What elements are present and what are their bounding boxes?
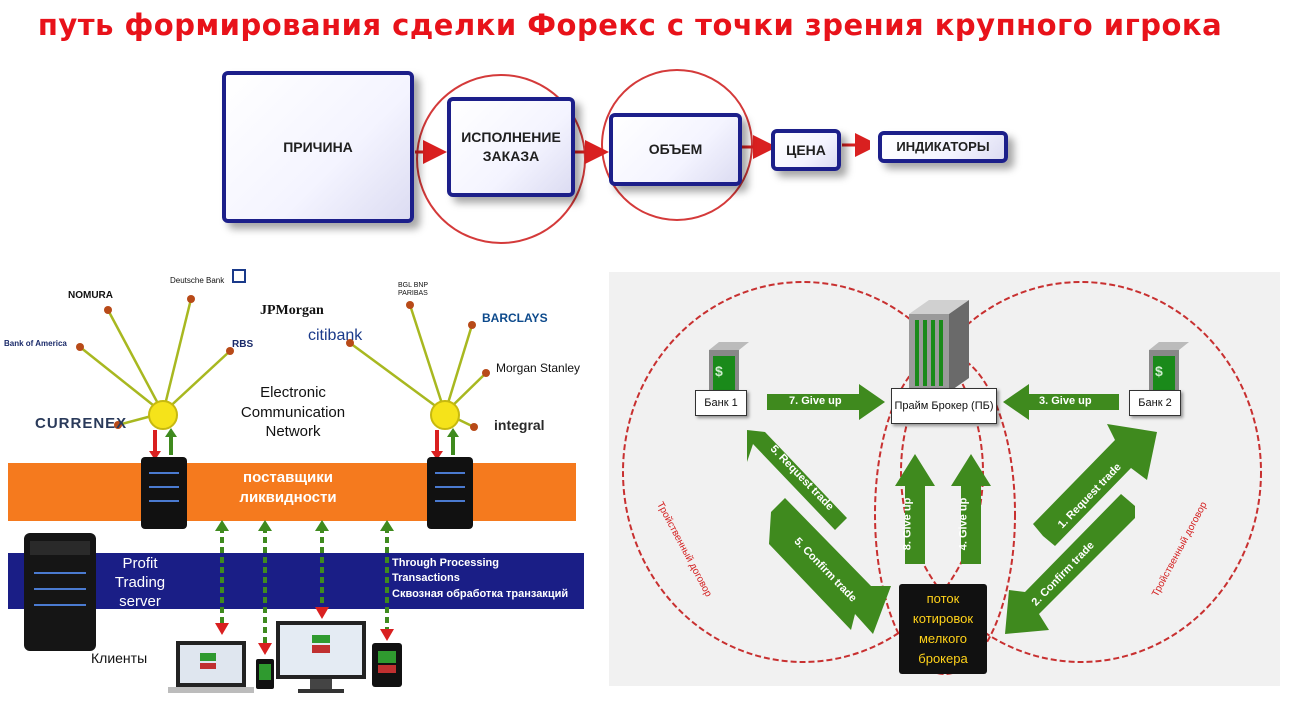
indicators-box: ИНДИКАТОРЫ — [878, 131, 1008, 163]
bank-label-nomura: NOMURA — [68, 290, 113, 301]
arrow-giveup8 — [895, 454, 935, 564]
ecn-hub-left — [148, 400, 178, 430]
bank-label-deutsche: Deutsche Bank — [170, 276, 225, 285]
arrow-giveup7 — [767, 384, 885, 420]
page-title: путь формирования сделки Форекс с точки … — [37, 8, 1223, 42]
prime-broker-box: Прайм Брокер (ПБ) — [891, 388, 997, 424]
bank-label-jpmorgan: JPMorgan — [260, 303, 324, 318]
ecn-hub-right — [430, 400, 460, 430]
execution-box: ИСПОЛНЕНИЕ ЗАКАЗА — [447, 97, 575, 197]
bank-label-bnp: BGL BNP PARIBAS — [398, 282, 428, 297]
liquidity-label: поставщики ликвидности — [239, 469, 337, 507]
trading-server-icon — [24, 533, 96, 651]
bank-label-currenex: CURRENEX — [35, 415, 128, 432]
bank-label-rbs: RBS — [232, 339, 254, 350]
stp-band — [8, 553, 584, 609]
ecn-label: Electronic Communication Network — [240, 384, 346, 440]
quote-stream-label: поток котировок мелкого брокера — [912, 590, 974, 667]
ecn-lines — [8, 295, 584, 693]
bank1-box: Банк 1 — [695, 390, 747, 416]
server-left-icon — [141, 457, 187, 529]
prime-broker-diagram: $ $ Прайм Брокер (ПБ) Банк 1 Банк 2 7. G… — [609, 272, 1280, 686]
volume-box: ОБЪЕМ — [609, 113, 742, 186]
svg-text:$: $ — [1155, 363, 1163, 379]
phone-icon — [256, 659, 274, 689]
bank2-box: Банк 2 — [1129, 390, 1181, 416]
ecn-diagram: NOMURA Deutsche Bank JPMorgan BGL BNP PA… — [0, 255, 600, 706]
bank-label-barclays: BARCLAYS — [482, 311, 548, 325]
giveup3-label: 3. Give up — [1039, 395, 1092, 407]
svg-text:$: $ — [715, 363, 723, 379]
bank-label-morganstanley: Morgan Stanley — [496, 361, 581, 375]
prime-lines: $ $ — [622, 281, 1262, 675]
arrow-giveup4 — [951, 454, 991, 564]
arrow-req1 — [1033, 424, 1157, 546]
arrow-req5 — [747, 430, 847, 530]
stp-text: Through Processing Transactions Сквозная… — [392, 556, 568, 602]
prime-server-icon — [909, 300, 969, 392]
giveup7-label: 7. Give up — [789, 395, 842, 407]
stp-line-1: Through Processing — [392, 557, 499, 569]
flow-connectors — [415, 69, 870, 244]
client-arrows — [215, 520, 394, 655]
monitor-icon — [276, 621, 366, 693]
deutsche-logo-icon — [232, 269, 246, 283]
flow-diagram: ПРИЧИНА ИСПОЛНЕНИЕ ЗАКАЗА ОБЪЕМ ЦЕНА ИНД… — [205, 55, 1008, 245]
stp-line-2: Transactions — [392, 572, 460, 585]
bank-label-boa: Bank of America — [4, 339, 67, 348]
bank-label-citibank: citibank — [308, 327, 363, 344]
giveup4-label: 4. Give up — [957, 497, 970, 551]
liquidity-band — [8, 463, 576, 521]
price-box: ЦЕНА — [771, 129, 841, 171]
clients-label: Клиенты — [91, 650, 148, 666]
tablet-icon — [372, 643, 402, 687]
arrow-confirm5 — [769, 498, 891, 634]
bank1-server-icon: $ — [709, 342, 749, 394]
arrow-giveup3 — [1003, 384, 1119, 420]
giveup8-label: 8. Give up — [901, 497, 914, 551]
server-right-icon — [427, 457, 473, 529]
bank2-server-icon: $ — [1149, 342, 1189, 394]
server-label: Profit Trading server — [114, 555, 166, 610]
stp-line-3: Сквозная обработка транзакций — [392, 587, 569, 600]
laptop-icon — [168, 641, 254, 693]
cause-box: ПРИЧИНА — [222, 71, 414, 223]
quote-stream-box: поток котировок мелкого брокера — [899, 584, 987, 674]
bank-label-integral: integral — [494, 417, 545, 433]
arrow-confirm2 — [1005, 494, 1135, 634]
